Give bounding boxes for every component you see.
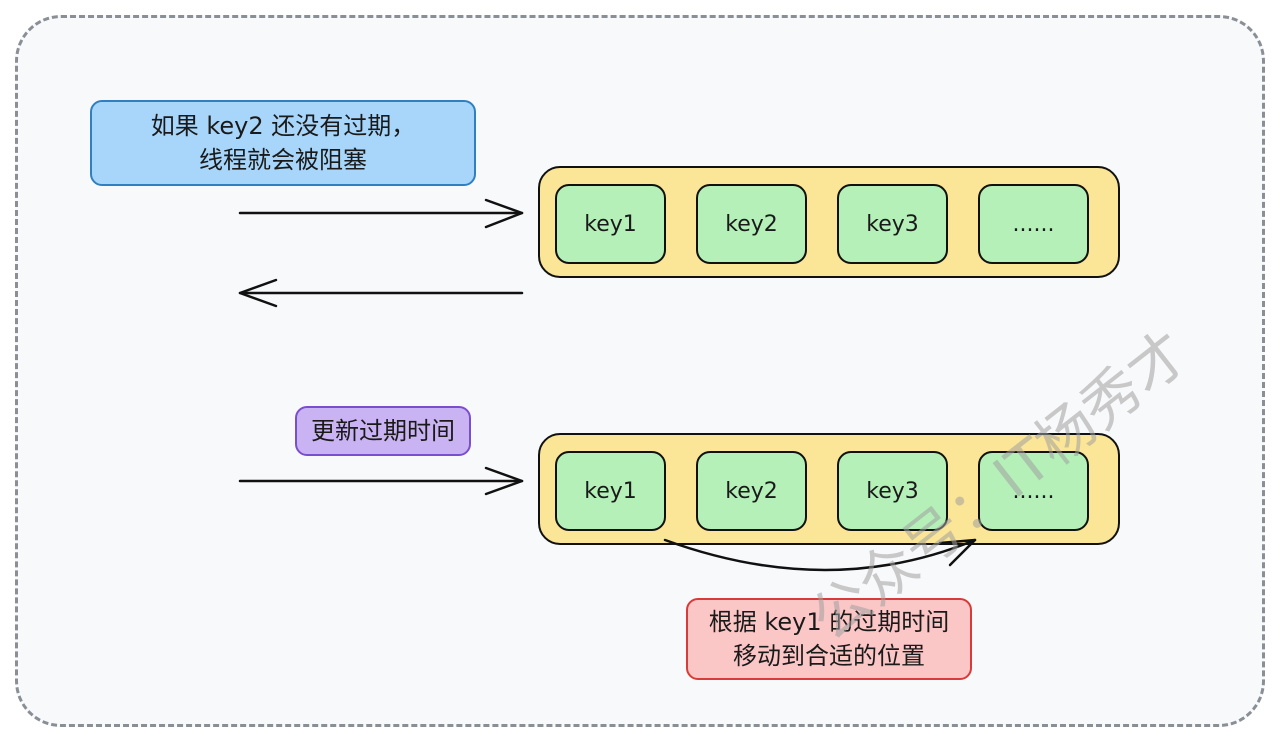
bottom-key-2: key2: [696, 451, 807, 531]
top-key-1: key1: [555, 184, 666, 264]
bottom-queue: key1 key2 key3 ......: [538, 433, 1120, 545]
top-queue: key1 key2 key3 ......: [538, 166, 1120, 278]
bottom-key-more: ......: [978, 451, 1089, 531]
top-key-3: key3: [837, 184, 948, 264]
note-move-key1: 根据 key1 的过期时间 移动到合适的位置: [686, 598, 972, 680]
top-key-2: key2: [696, 184, 807, 264]
note-thread-blocked: 如果 key2 还没有过期， 线程就会被阻塞: [90, 100, 476, 186]
note-update-expiry: 更新过期时间: [295, 406, 471, 456]
bottom-key-3: key3: [837, 451, 948, 531]
top-key-more: ......: [978, 184, 1089, 264]
bottom-key-1: key1: [555, 451, 666, 531]
